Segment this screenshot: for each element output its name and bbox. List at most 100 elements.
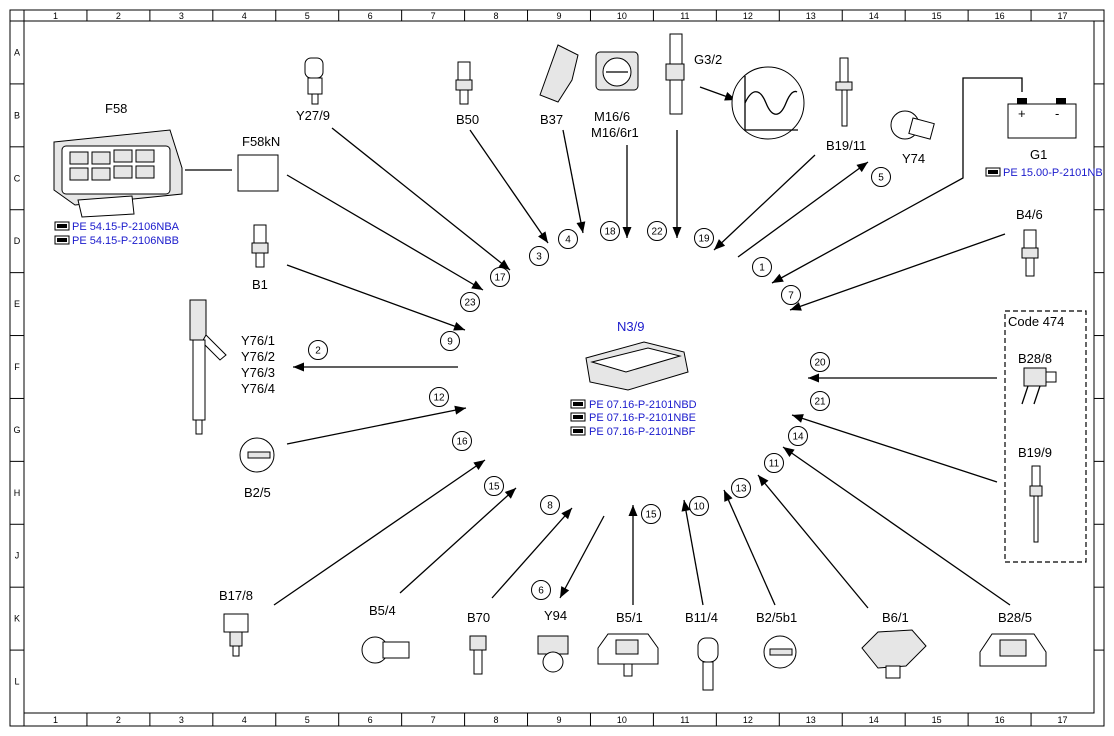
grid-col-bottom: 11	[680, 715, 689, 725]
signal-number: 5	[878, 173, 884, 184]
arrowhead	[473, 460, 485, 470]
grid-col-top: 14	[869, 11, 879, 21]
label-B6-1: B6/1	[882, 610, 909, 625]
grid-col-bottom: 7	[431, 715, 436, 725]
label-B1: B1	[252, 277, 268, 292]
grid-col-top: 4	[242, 11, 247, 21]
signal-circle-20: 20	[810, 352, 830, 372]
signal-circle-3: 3	[529, 246, 549, 266]
sensor-B70	[469, 635, 487, 675]
signal-number: 20	[814, 358, 826, 369]
arrowhead	[783, 447, 795, 457]
grid-col-bottom: 13	[806, 715, 816, 725]
sensor-B5-1	[597, 633, 659, 677]
grid-col-bottom: 8	[494, 715, 499, 725]
grid-col-bottom: 5	[305, 715, 310, 725]
signal-circle-13: 13	[731, 478, 751, 498]
grid-col-top: 3	[179, 11, 184, 21]
signal-number: 1	[759, 263, 765, 274]
signal-circle-11: 11	[764, 453, 784, 473]
sensor-B6-1	[861, 629, 927, 679]
fuse-box-F58	[53, 129, 183, 218]
signal-circle-19: 19	[694, 228, 714, 248]
ref-N3-9-1: PE 07.16-P-2101NBD	[589, 399, 697, 411]
grid-col-top: 16	[995, 11, 1005, 21]
signal-waveform-icon	[731, 66, 805, 140]
arrowhead	[293, 362, 304, 372]
sensor-B50	[455, 61, 473, 105]
battery-minus-sign: -	[1055, 106, 1059, 121]
option-box-code-474	[1004, 310, 1087, 563]
signal-circle-15: 15	[484, 476, 504, 496]
grid-col-top: 12	[743, 11, 753, 21]
grid-col-bottom: 17	[1058, 715, 1068, 725]
battery-plus-sign: +	[1018, 106, 1026, 121]
label-code-474: Code 474	[1008, 314, 1064, 329]
grid-col-top: 17	[1058, 11, 1068, 21]
arrowhead	[504, 488, 516, 499]
signal-circle-7: 7	[781, 285, 801, 305]
label-B50: B50	[456, 112, 479, 127]
label-B19-11: B19/11	[826, 138, 866, 153]
label-M16-6: M16/6	[594, 109, 630, 124]
arrowheads	[293, 92, 868, 598]
grid-col-top: 1	[53, 11, 58, 21]
grid-col-top: 2	[116, 11, 121, 21]
grid-row-left: A	[14, 47, 20, 57]
signal-number: 12	[433, 393, 445, 404]
battery-G1	[1007, 98, 1077, 139]
signal-circle-9: 9	[440, 331, 460, 351]
ref-F58-2: PE 54.15-P-2106NBB	[72, 235, 179, 247]
label-Y76-4: Y76/4	[241, 381, 275, 396]
arrowhead	[454, 405, 466, 415]
signal-number: 11	[769, 459, 780, 470]
signal-number: 7	[788, 291, 794, 302]
grid-col-bottom: 16	[995, 715, 1005, 725]
arrowhead	[681, 500, 691, 512]
signal-circle-15: 15	[641, 504, 661, 524]
ecu-N3-9	[585, 341, 689, 391]
label-F58kN: F58kN	[242, 134, 280, 149]
signal-circle-18: 18	[600, 221, 620, 241]
signal-circle-6: 6	[531, 580, 551, 600]
grid-col-bottom: 12	[743, 715, 753, 725]
sensor-B5-4	[361, 636, 410, 664]
manual-reference-icon	[54, 221, 70, 231]
signal-circle-8: 8	[540, 495, 560, 515]
valve-Y94	[537, 635, 569, 673]
label-F58: F58	[105, 101, 127, 116]
grid-col-top: 11	[680, 11, 689, 21]
label-B28-8: B28/8	[1018, 351, 1052, 366]
signal-number: 8	[547, 501, 553, 512]
frame-outer	[9, 9, 1105, 727]
label-B17-8: B17/8	[219, 588, 253, 603]
sensor-B4-6	[1021, 229, 1039, 277]
signal-circle-2: 2	[308, 340, 328, 360]
grid-col-top: 9	[556, 11, 561, 21]
arrowhead	[576, 221, 586, 233]
valve-Y74	[890, 110, 935, 140]
grid-row-left: K	[14, 614, 20, 624]
signal-circle-21: 21	[810, 391, 830, 411]
grid-row-left: B	[14, 110, 20, 120]
label-M16-6r1: M16/6r1	[591, 125, 639, 140]
relay-F58kN	[237, 154, 279, 192]
arrowhead	[672, 227, 682, 238]
label-N3-9: N3/9	[617, 319, 644, 334]
signal-number: 17	[494, 273, 506, 284]
label-B70: B70	[467, 610, 490, 625]
grid-col-top: 7	[431, 11, 436, 21]
label-B2-5b1: B2/5b1	[756, 610, 797, 625]
ref-N3-9-2: PE 07.16-P-2101NBE	[589, 412, 696, 424]
ref-G1: PE 15.00-P-2101NB	[1003, 167, 1103, 179]
manual-reference-icon	[570, 412, 586, 422]
signal-number: 19	[698, 234, 710, 245]
sensor-B17-8	[223, 613, 249, 657]
arrowhead	[560, 586, 570, 598]
grid-row-left: H	[14, 488, 21, 498]
signal-circle-10: 10	[689, 496, 709, 516]
label-B4-6: B4/6	[1016, 207, 1043, 222]
signal-circle-5: 5	[871, 167, 891, 187]
sensor-B28-5	[979, 633, 1047, 667]
manual-reference-icon	[570, 399, 586, 409]
